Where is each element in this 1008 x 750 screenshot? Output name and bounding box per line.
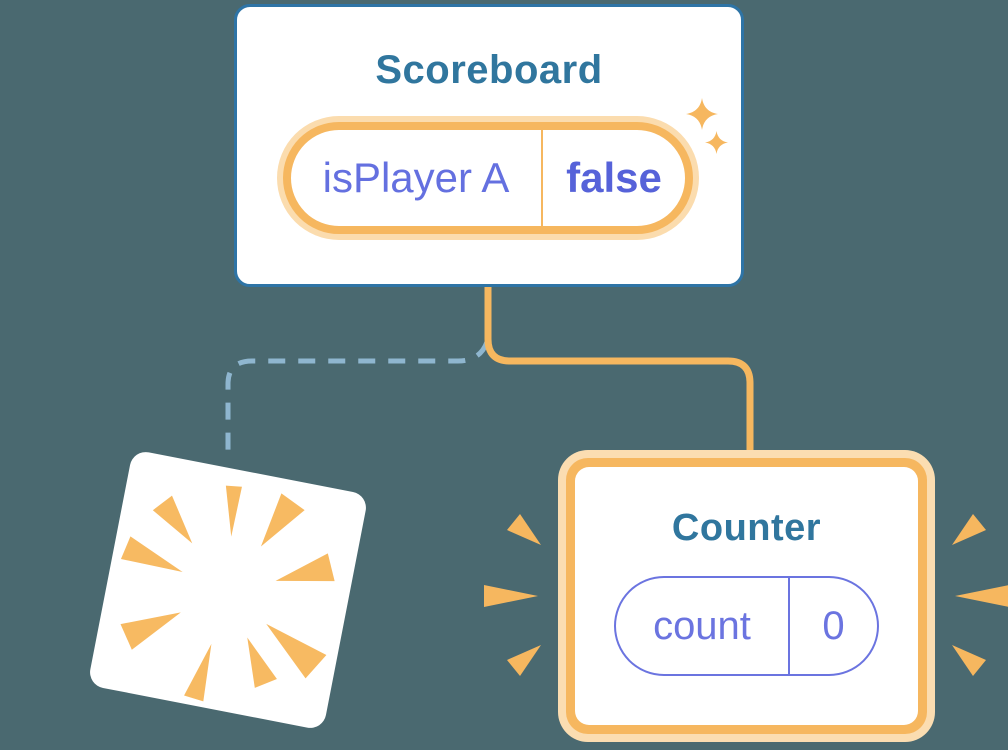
counter-card-border: Counter count 0: [566, 458, 927, 734]
counter-state-pill: count 0: [614, 576, 879, 676]
burst-rays-left-icon: [484, 514, 541, 676]
sparkle-icon: [705, 131, 728, 154]
removed-connection-line: [225, 341, 490, 460]
pill-divider: [788, 578, 790, 674]
counter-title: Counter: [671, 507, 822, 549]
explosion-burst-icon: [120, 485, 335, 702]
scoreboard-state-pill-inner: isPlayer A false: [283, 122, 693, 234]
state-key-label: count: [653, 603, 751, 648]
scoreboard-title: Scoreboard: [375, 48, 603, 92]
counter-component-card: Counter count 0: [558, 450, 935, 742]
burst-rays-right-icon: [952, 514, 1008, 676]
state-value-label: 0: [822, 603, 845, 648]
scoreboard-component-card: Scoreboard isPlayer A false: [234, 4, 744, 287]
active-connection-line: [484, 286, 754, 452]
sparkle-icon: [686, 98, 718, 130]
state-value-label: false: [566, 154, 662, 201]
scoreboard-state-pill: isPlayer A false: [277, 116, 699, 240]
destroyed-component-card: [87, 449, 369, 731]
pill-divider: [541, 130, 543, 226]
state-key-label: isPlayer A: [322, 154, 510, 201]
counter-card-body: Counter count 0: [575, 467, 918, 725]
